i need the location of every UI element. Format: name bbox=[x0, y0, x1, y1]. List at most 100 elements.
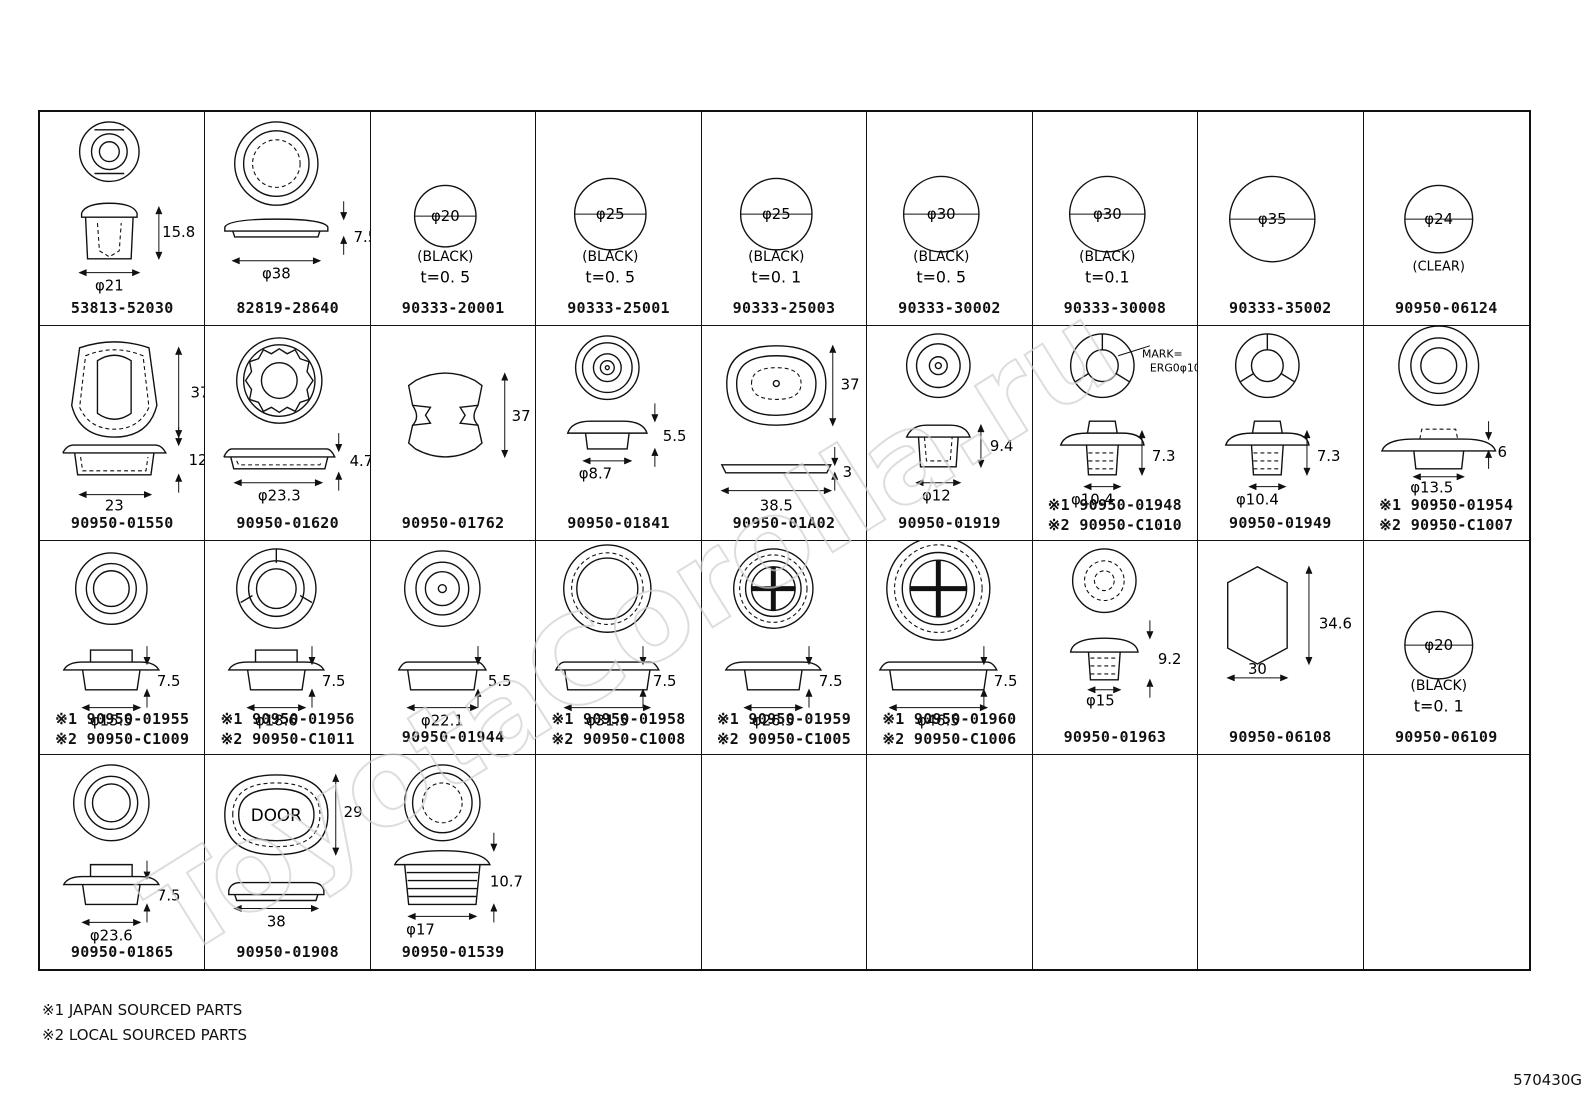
body-hidden-line bbox=[80, 457, 149, 472]
arrow-head bbox=[794, 703, 804, 711]
outline-shape bbox=[90, 133, 128, 171]
outline-shape bbox=[228, 660, 326, 671]
dimension-label: φ22.1 bbox=[421, 711, 464, 729]
arrow-head bbox=[1280, 673, 1289, 681]
outline-shape bbox=[94, 129, 125, 175]
outline-shape bbox=[564, 669, 651, 690]
arrow-head bbox=[1138, 467, 1146, 477]
arrow-head bbox=[1082, 483, 1092, 491]
outline-shape bbox=[1059, 432, 1145, 446]
dimension-label: 4.7 bbox=[350, 452, 370, 470]
outline-shape bbox=[96, 354, 132, 421]
outline-shape bbox=[1253, 452, 1282, 470]
arrow-head bbox=[78, 491, 87, 499]
dimension-label: 37 bbox=[191, 384, 205, 402]
outline-shape bbox=[1074, 334, 1130, 383]
outline-shape bbox=[224, 773, 329, 856]
door-label: DOOR bbox=[251, 804, 302, 824]
part-cell: 37122390950-01550 bbox=[40, 326, 206, 541]
empty-cell bbox=[1364, 755, 1529, 969]
arrow-head bbox=[743, 703, 752, 711]
part-number: 90950-01963 bbox=[1063, 727, 1167, 746]
arrow-head bbox=[651, 414, 659, 423]
part-drawing: φ20(BLACK)t=0. 1 bbox=[1403, 610, 1473, 715]
outline-shape bbox=[725, 345, 827, 427]
outline-shape bbox=[255, 648, 299, 662]
outline-shape bbox=[571, 551, 644, 625]
dimension-label: 23 bbox=[105, 497, 124, 515]
dimension-label: 7.5 bbox=[157, 671, 181, 689]
arrow-head bbox=[563, 703, 573, 711]
outline-shape bbox=[236, 337, 324, 425]
arrow-head bbox=[1303, 430, 1311, 439]
part-cell: φ24(CLEAR)90950-06124 bbox=[1363, 112, 1529, 327]
part-number: 53813-52030 bbox=[70, 299, 174, 318]
arrow-head bbox=[953, 479, 962, 487]
dimension-label: 38.5 bbox=[760, 497, 793, 515]
arrow-head bbox=[720, 487, 729, 495]
outline-shape bbox=[575, 335, 641, 401]
outline-shape bbox=[593, 353, 623, 383]
empty-cell bbox=[867, 754, 1033, 969]
outline-shape bbox=[403, 864, 481, 905]
dimension-label: φ21 bbox=[95, 277, 124, 295]
outline-shape bbox=[916, 343, 962, 389]
body-profile bbox=[230, 457, 329, 470]
part-drawing: φ35 bbox=[1229, 175, 1316, 263]
arrow-head bbox=[340, 211, 348, 221]
outline-shape bbox=[91, 782, 131, 823]
outline-shape bbox=[585, 433, 631, 450]
outline-shape bbox=[604, 365, 611, 371]
part-number-japan: ※1 90950-01954 bbox=[1379, 495, 1514, 514]
dimension-label: φ8.7 bbox=[579, 465, 612, 483]
color-label: (BLACK) bbox=[1079, 249, 1135, 265]
part-drawing: 5.5 φ22.1 bbox=[397, 549, 512, 729]
diameter-label: φ35 bbox=[1258, 210, 1287, 228]
part-number: 82819-28640 bbox=[236, 299, 339, 318]
arrow-head bbox=[823, 487, 832, 495]
arrow-head bbox=[501, 372, 509, 381]
part-number-local: ※2 90950-C1006 bbox=[882, 729, 1017, 748]
outline-shape bbox=[1086, 420, 1118, 434]
footnotes: ※1 JAPAN SOURCED PARTS ※2 LOCAL SOURCED … bbox=[42, 998, 247, 1048]
arrow-head bbox=[1305, 565, 1313, 574]
outline-shape bbox=[245, 348, 315, 414]
outline-shape bbox=[89, 648, 133, 662]
part-number: 90950-01539 bbox=[401, 943, 505, 961]
dimension-label: 5.5 bbox=[488, 671, 512, 689]
arrow-head bbox=[155, 205, 163, 215]
outline-shape bbox=[576, 556, 639, 620]
arrow-head bbox=[639, 656, 647, 665]
outline-shape bbox=[407, 372, 483, 458]
arrow-head bbox=[805, 656, 813, 665]
dimension-label: 7.5 bbox=[653, 671, 677, 689]
arrow-head bbox=[175, 438, 183, 447]
part-number-japan: ※1 90950-01958 bbox=[551, 709, 686, 728]
arrow-head bbox=[175, 346, 183, 356]
arrow-head bbox=[501, 450, 509, 459]
dimension-label: 7.5 bbox=[322, 671, 346, 689]
outline-shape bbox=[934, 362, 943, 370]
arrow-head bbox=[829, 344, 836, 354]
outline-shape bbox=[738, 553, 808, 623]
outline-shape bbox=[751, 566, 795, 610]
empty-cell bbox=[1033, 754, 1199, 969]
outline-shape bbox=[261, 362, 299, 400]
part-number-local: ※2 90950-C1005 bbox=[716, 729, 852, 748]
outline-shape bbox=[89, 863, 133, 877]
outline-shape bbox=[1397, 326, 1479, 407]
dimension-label: φ46.5 bbox=[917, 711, 960, 729]
